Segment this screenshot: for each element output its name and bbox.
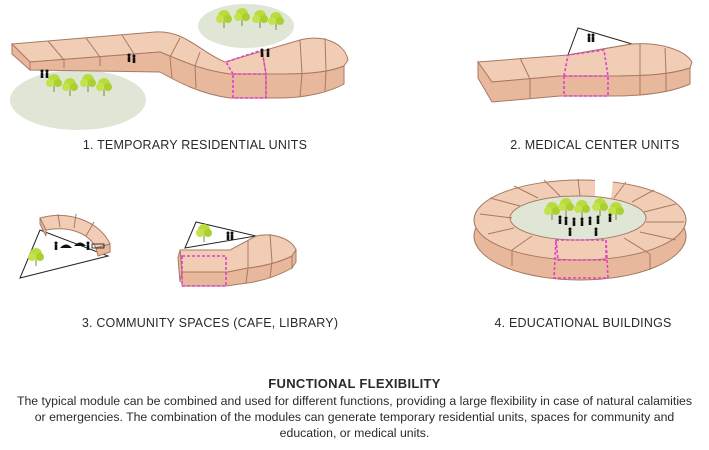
caption-panel-4: 4. EDUCATIONAL BUILDINGS <box>478 316 688 330</box>
caption-panel-2: 2. MEDICAL CENTER UNITS <box>495 138 695 152</box>
highlight-module-3 <box>181 255 227 287</box>
cafe-furniture <box>54 241 105 250</box>
highlight-module-2 <box>563 49 609 97</box>
caption-4-number: 4. <box>494 316 506 330</box>
panel-4-diagram <box>473 176 687 281</box>
s-band-segments <box>47 34 327 98</box>
panel-3-diagram <box>19 213 297 287</box>
community-arc-left-front <box>39 217 111 257</box>
caption-4-label: EDUCATIONAL BUILDINGS <box>508 316 672 330</box>
panel-1-diagram <box>10 4 349 130</box>
medical-band-front <box>477 60 691 103</box>
panel-2-diagram <box>477 27 693 103</box>
highlight-module-4 <box>553 239 609 279</box>
highlight-module-1 <box>224 48 267 99</box>
caption-3-label: COMMUNITY SPACES (CAFE, LIBRARY) <box>96 316 339 330</box>
community-arc-right-side <box>181 255 293 287</box>
ring-segments <box>479 178 684 270</box>
green-area-left <box>10 70 146 130</box>
caption-1-label: TEMPORARY RESIDENTIAL UNITS <box>97 138 308 152</box>
footer-title: FUNCTIONAL FLEXIBILITY <box>268 376 441 391</box>
caption-3-number: 3. <box>81 316 93 330</box>
caption-panel-3: 3. COMMUNITY SPACES (CAFE, LIBRARY) <box>60 316 360 330</box>
footer-description: The typical module can be combined and u… <box>16 394 693 440</box>
caption-2-number: 2. <box>510 138 522 152</box>
caption-1-number: 1. <box>82 138 94 152</box>
caption-panel-1: 1. TEMPORARY RESIDENTIAL UNITS <box>70 138 320 152</box>
caption-2-label: MEDICAL CENTER UNITS <box>524 138 680 152</box>
